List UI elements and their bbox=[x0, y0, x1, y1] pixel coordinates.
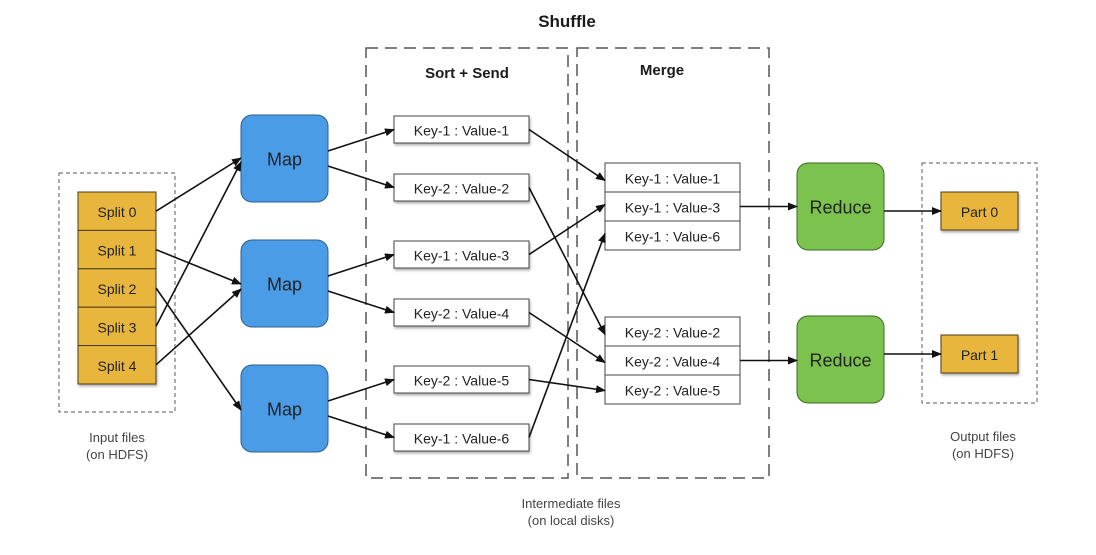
arrows bbox=[155, 128, 942, 439]
intermediate-caption-line2: (on local disks) bbox=[528, 513, 615, 528]
arrow-kv6-merge bbox=[528, 232, 606, 438]
output-caption-line2: (on HDFS) bbox=[952, 446, 1014, 461]
sort-send-item: Key-1 : Value-1 bbox=[393, 115, 530, 144]
sort-send-item: Key-2 : Value-5 bbox=[393, 365, 530, 394]
reduce-label: Reduce bbox=[809, 198, 871, 218]
map-label: Map bbox=[267, 400, 302, 420]
merge-kv-rect bbox=[604, 374, 741, 405]
arrow-split4-map1 bbox=[155, 288, 242, 366]
map-box: Map bbox=[240, 239, 329, 328]
merge-kv-label: Key-1 : Value-6 bbox=[625, 229, 721, 245]
split-box: Split 4 bbox=[77, 345, 157, 385]
kv-rect bbox=[393, 423, 530, 452]
kv-label: Key-1 : Value-1 bbox=[414, 123, 510, 139]
kv-label: Key-1 : Value-6 bbox=[414, 431, 510, 447]
reduce-box: Reduce bbox=[796, 162, 885, 251]
merge-kv-rect bbox=[604, 162, 741, 193]
arrow-kv1-merge bbox=[528, 128, 606, 182]
sort-send-title: Sort + Send bbox=[425, 65, 509, 82]
split-label: Split 4 bbox=[98, 358, 137, 374]
arrow-kv2-merge bbox=[528, 187, 606, 336]
split-label: Split 0 bbox=[98, 204, 137, 220]
arrow-kv3-merge bbox=[528, 203, 606, 256]
arrow-map0-kv2 bbox=[327, 165, 395, 189]
sort-send-item: Key-2 : Value-2 bbox=[393, 173, 530, 202]
split-box: Split 3 bbox=[77, 306, 157, 347]
kv-rect bbox=[393, 298, 530, 327]
arrow-map1-kv4 bbox=[327, 290, 395, 314]
part-list: Part 0 Part 1 bbox=[940, 191, 1019, 374]
kv-label: Key-2 : Value-4 bbox=[414, 306, 510, 322]
split-rect bbox=[77, 191, 157, 231]
arrow-map2-kv5 bbox=[327, 378, 395, 402]
merge-kv-label: Key-2 : Value-2 bbox=[625, 325, 721, 341]
kv-rect bbox=[393, 115, 530, 144]
arrow-map2-kv6 bbox=[327, 415, 395, 439]
kv-label: Key-1 : Value-3 bbox=[414, 248, 510, 264]
split-rect bbox=[77, 345, 157, 385]
merge-title: Merge bbox=[640, 62, 684, 79]
diagram-title: Shuffle bbox=[538, 12, 596, 31]
merge-kv-label: Key-1 : Value-1 bbox=[625, 171, 721, 187]
split-label: Split 3 bbox=[98, 319, 137, 335]
map-label: Map bbox=[267, 275, 302, 295]
split-label: Split 1 bbox=[98, 243, 137, 259]
reduce-box: Reduce bbox=[796, 315, 885, 404]
part-label: Part 1 bbox=[961, 347, 999, 363]
split-label: Split 2 bbox=[98, 281, 137, 297]
sort-send-item: Key-1 : Value-3 bbox=[393, 240, 530, 269]
arrow-split0-map0 bbox=[155, 157, 242, 212]
reduce-label: Reduce bbox=[809, 351, 871, 371]
kv-rect bbox=[393, 365, 530, 394]
arrow-split1-map1 bbox=[155, 248, 242, 285]
merge-kv-rect bbox=[604, 220, 741, 251]
map-box: Map bbox=[240, 114, 329, 203]
map-box: Map bbox=[240, 364, 329, 453]
part-box: Part 1 bbox=[940, 334, 1019, 374]
split-box: Split 0 bbox=[77, 191, 157, 231]
part-rect bbox=[940, 334, 1019, 374]
arrow-split3-map0 bbox=[155, 161, 242, 327]
arrow-kv5-merge bbox=[528, 378, 606, 394]
split-rect bbox=[77, 229, 157, 270]
merge-container bbox=[576, 47, 770, 479]
merge-kv-label: Key-1 : Value-3 bbox=[625, 200, 721, 216]
arrow-map1-kv3 bbox=[327, 253, 395, 277]
arrow-split2-map2 bbox=[155, 287, 242, 411]
split-rect bbox=[77, 268, 157, 308]
intermediate-caption-line1: Intermediate files bbox=[522, 496, 621, 511]
split-box: Split 1 bbox=[77, 229, 157, 270]
merge-kv-label: Key-2 : Value-5 bbox=[625, 383, 721, 399]
part-label: Part 0 bbox=[961, 204, 999, 220]
split-box: Split 2 bbox=[77, 268, 157, 308]
kv-label: Key-2 : Value-5 bbox=[414, 373, 510, 389]
sort-send-item: Key-1 : Value-6 bbox=[393, 423, 530, 452]
input-caption-line2: (on HDFS) bbox=[86, 447, 148, 462]
map-label: Map bbox=[267, 150, 302, 170]
merge-kv-label: Key-2 : Value-4 bbox=[625, 354, 721, 370]
output-caption-line1: Output files bbox=[950, 429, 1016, 444]
merge-kv-rect bbox=[604, 345, 741, 376]
split-list: Split 0 Split 1 Split 2 Split 3 Split 4 bbox=[77, 191, 157, 385]
input-files-container bbox=[58, 172, 176, 413]
sort-send-item: Key-2 : Value-4 bbox=[393, 298, 530, 327]
input-caption-line1: Input files bbox=[89, 430, 145, 445]
kv-label: Key-2 : Value-2 bbox=[414, 181, 510, 197]
arrow-map0-kv1 bbox=[327, 128, 395, 152]
part-box: Part 0 bbox=[940, 191, 1019, 231]
output-files-container bbox=[921, 162, 1038, 404]
